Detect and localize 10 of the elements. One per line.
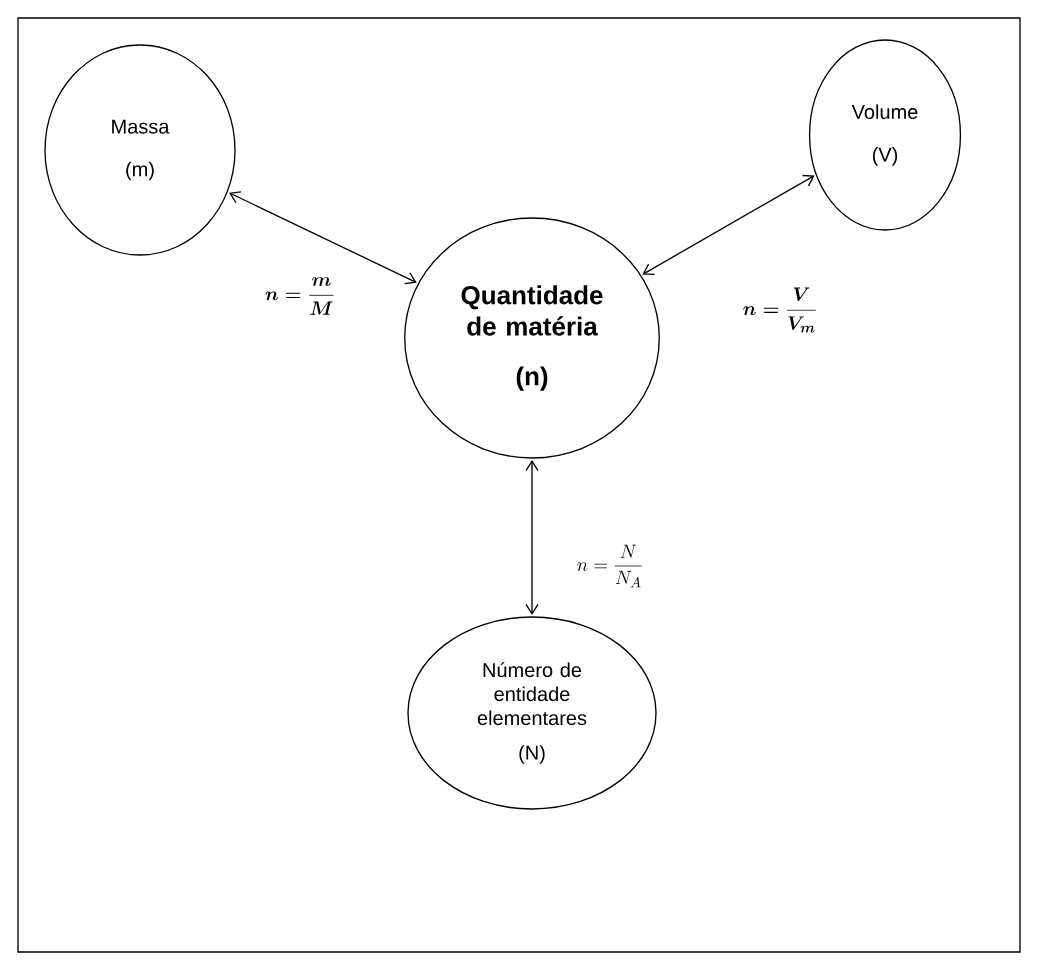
double-arrow [228,191,417,285]
ellipse-node: Número de entidade elementares (N) [407,616,657,810]
formula-label: $\boldsymbol{n=\frac{m}{M}}$ [263,275,337,316]
ellipse-node: Massa (m) [44,44,236,256]
double-arrow [642,174,815,276]
formula-label: $n=\frac{N}{N_A}$ [575,543,645,589]
formula-label: $\boldsymbol{n=\frac{V}{V_m}}$ [741,286,819,334]
double-arrow [525,460,539,615]
ellipse-node: Volume (V) [808,39,962,231]
ellipse-node: Quantidade de matéria (n) [404,217,660,459]
